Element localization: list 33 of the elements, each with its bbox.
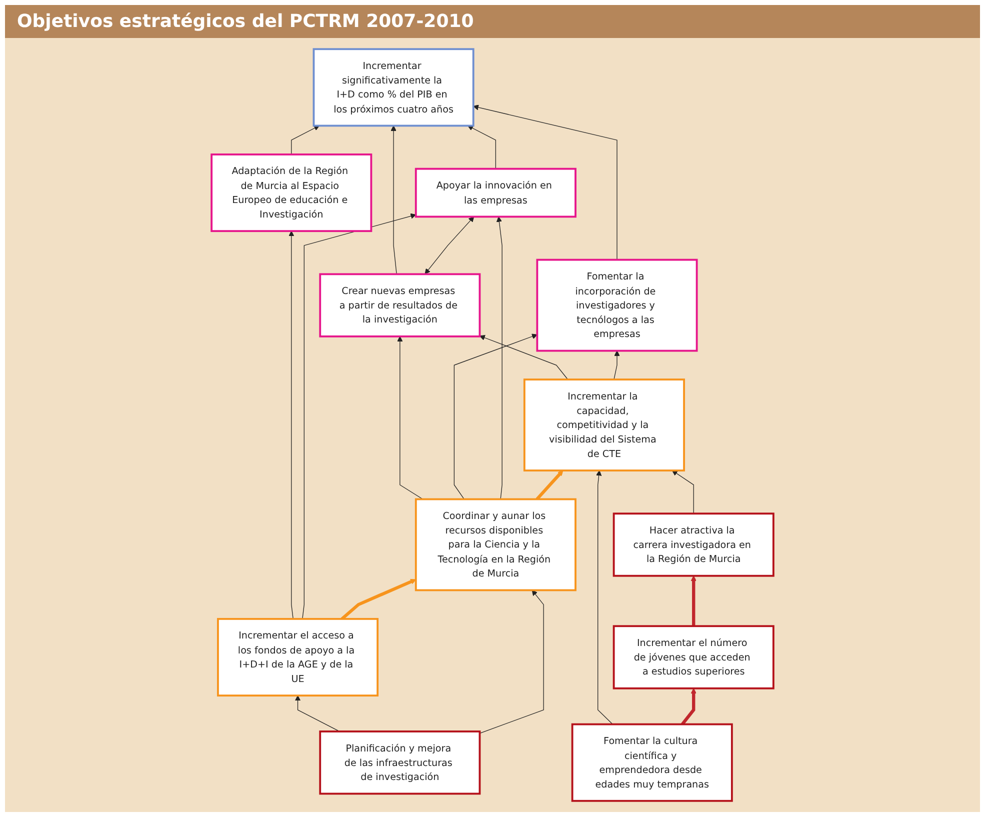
arrow — [536, 470, 564, 500]
arrow — [294, 695, 340, 732]
node-box: Fomentar la incorporación de investigadores y tecnólogos a las empresas — [536, 258, 698, 352]
arrow — [496, 216, 502, 500]
title: Objetivos estratégicos del PCTRM 2007-2010 — [5, 5, 980, 38]
arrow — [291, 125, 320, 155]
arrow — [424, 216, 474, 274]
arrow — [681, 688, 696, 726]
arrow — [454, 334, 538, 500]
arrow — [614, 350, 620, 380]
arrow — [690, 576, 696, 626]
arrow — [288, 230, 294, 620]
node-box: Adaptación de la Región de Murcia al Espacio Europeo de educación e Investigación — [210, 154, 372, 232]
arrow — [596, 470, 613, 725]
arrow — [479, 335, 568, 380]
node-box: Incrementar el acceso a los fondos de apoyo a la I+D+I de la AGE y de la UE — [217, 618, 379, 696]
arrow — [672, 470, 694, 514]
node-box: Crear nuevas empresas a partir de resultados de la investigación — [319, 273, 481, 338]
node-box: Coordinar y aunar los recursos disponibles para la Ciencia y la Tecnología en la Región de Murcia — [414, 498, 576, 592]
node-box: Incrementar la capacidad, competitividad y la visibilidad del Sistema de CTE — [523, 378, 685, 472]
arrow — [468, 125, 496, 170]
node-box: Planificación y mejora de las infraestructuras de investigación — [319, 730, 481, 795]
node-box: Fomentar la cultura científica y emprendedora desde edades muy tempranas — [571, 723, 733, 802]
node-box: Apoyar la innovación en las empresas — [414, 168, 576, 218]
arrow — [473, 104, 618, 260]
arrow — [479, 590, 544, 734]
node-box: Incrementar significativamente la I+D como % del PIB en los próximos cuatro años — [312, 48, 474, 127]
node-box: Incrementar el número de jóvenes que acceden a estudios superiores — [612, 625, 774, 690]
arrow — [302, 213, 416, 620]
arrow — [340, 578, 416, 620]
arrow — [390, 125, 397, 274]
node-box: Hacer atractiva la carrera investigadora en la Región de Murcia — [612, 512, 774, 577]
arrow — [397, 336, 424, 500]
